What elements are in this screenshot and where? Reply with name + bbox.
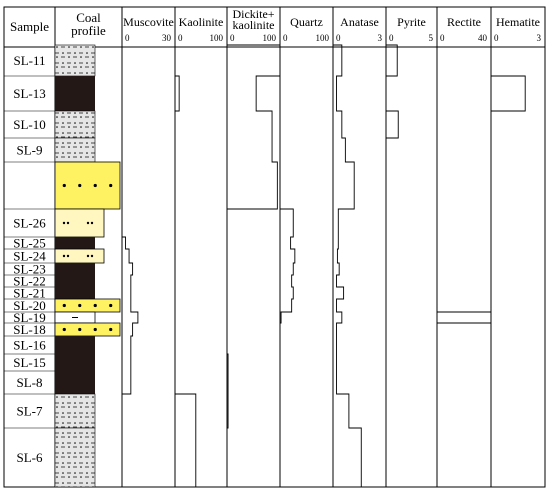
mineral-curves (121, 44, 526, 488)
sand-grain-dot (62, 183, 66, 188)
sample-label: SL-6 (17, 450, 44, 465)
sample-label: SL-9 (17, 143, 43, 158)
silt-grain-dot (86, 254, 90, 258)
curve-muscovite (121, 45, 139, 487)
tick-label-min: 0 (336, 33, 341, 43)
curve-quartz (279, 45, 296, 487)
coal-layer (55, 76, 95, 111)
tick-label-min: 0 (178, 33, 183, 43)
tick-label-max: 3 (378, 33, 383, 43)
tick-label-min: 0 (494, 33, 499, 43)
coal-layer (55, 237, 95, 249)
curve-pyrite (385, 44, 399, 487)
profile-header-line: Coal (76, 10, 101, 25)
curve-hematite (490, 45, 526, 487)
sample-label: SL-16 (13, 338, 46, 353)
sand-grain-dot (109, 183, 113, 188)
tick-label-max: 3 (537, 33, 542, 43)
sand-grain-dot (109, 327, 113, 332)
sample-label: SL-10 (13, 117, 46, 132)
tick-label-max: 40 (478, 33, 488, 43)
curve-kaolinite (174, 45, 197, 488)
tick-label-max: 100 (263, 33, 277, 43)
tick-label-max: 5 (429, 33, 434, 43)
coal-layer (55, 263, 95, 275)
tick-label-max: 100 (210, 33, 224, 43)
silt-grain-dot (62, 221, 66, 225)
coal-profile (54, 44, 121, 488)
coal-layer (55, 336, 95, 354)
tick-label-min: 0 (230, 33, 235, 43)
header-hematite: Hematite (496, 15, 540, 29)
tick-label-max: 100 (316, 33, 330, 43)
sample-header: Sample (10, 19, 49, 34)
siltstone-layer (54, 208, 105, 238)
header-dickite-kaolinite: kaolinite (233, 18, 275, 32)
sample-label: SL-18 (13, 322, 46, 337)
header-kaolinite: Kaolinite (179, 15, 224, 29)
sand-grain-dot (93, 327, 97, 332)
frame-border (3, 6, 546, 488)
profile-header-line: profile (71, 23, 106, 38)
sand-grain-dot (78, 303, 82, 308)
sand-grain-dot (93, 183, 97, 188)
sample-label: SL-8 (17, 375, 43, 390)
sample-label: SL-23 (13, 262, 46, 277)
claystone-layer (54, 110, 96, 139)
sample-label: SL-7 (17, 404, 44, 419)
sample-label: SL-26 (13, 216, 46, 231)
silt-grain-dot (90, 254, 94, 258)
sample-label: SL-19 (13, 310, 46, 325)
header-quartz: Quartz (290, 15, 323, 29)
sand-grain-dot (93, 303, 97, 308)
silt-grain-dot (66, 254, 70, 258)
tick-label-min: 0 (389, 33, 394, 43)
header-anatase: Anatase (340, 15, 379, 29)
sample-label: SL-24 (13, 249, 46, 264)
sand-grain-dot (62, 327, 66, 332)
sample-label: SL-13 (13, 86, 46, 101)
sample-label: SL-20 (13, 298, 46, 313)
sample-label: SL-25 (13, 236, 46, 251)
coal-layer (55, 287, 95, 299)
sand-grain-dot (62, 303, 66, 308)
tick-label-min: 0 (283, 33, 288, 43)
silt-grain-dot (86, 221, 90, 225)
sand-grain-dot (109, 303, 113, 308)
claystone-layer (54, 137, 96, 163)
coal-layer (55, 275, 95, 287)
header-pyrite: Pyrite (397, 15, 426, 29)
tick-label-min: 0 (125, 33, 130, 43)
header-muscovite: Muscovite (123, 15, 174, 29)
claystone-layer (54, 427, 96, 488)
silt-grain-dot (66, 221, 70, 225)
header-rectite: Rectite (447, 15, 481, 29)
sand-grain-dot (78, 183, 82, 188)
silt-grain-dot (90, 221, 94, 225)
header-dickite-kaolinite: Dickite+ (232, 7, 274, 21)
sand-grain-dot (78, 327, 82, 332)
sample-labels: SL-11SL-13SL-10SL-9SL-26SL-25SL-24SL-23S… (4, 53, 55, 465)
sample-label: SL-11 (13, 53, 45, 68)
sample-label: SL-22 (13, 274, 46, 289)
claystone-layer (54, 393, 96, 429)
tick-label-max: 30 (162, 33, 172, 43)
siltstone-layer (54, 248, 105, 264)
curve-anatase (333, 44, 362, 488)
curve-dickite-kaolinite (226, 44, 281, 487)
sample-label: SL-21 (13, 286, 46, 301)
sample-label: SL-15 (13, 355, 46, 370)
silt-grain-dot (62, 254, 66, 258)
coal-layer (55, 371, 95, 394)
claystone-layer (54, 44, 96, 77)
tick-label-min: 0 (440, 33, 445, 43)
curve-rectite (436, 45, 492, 487)
coal-layer (55, 354, 95, 371)
